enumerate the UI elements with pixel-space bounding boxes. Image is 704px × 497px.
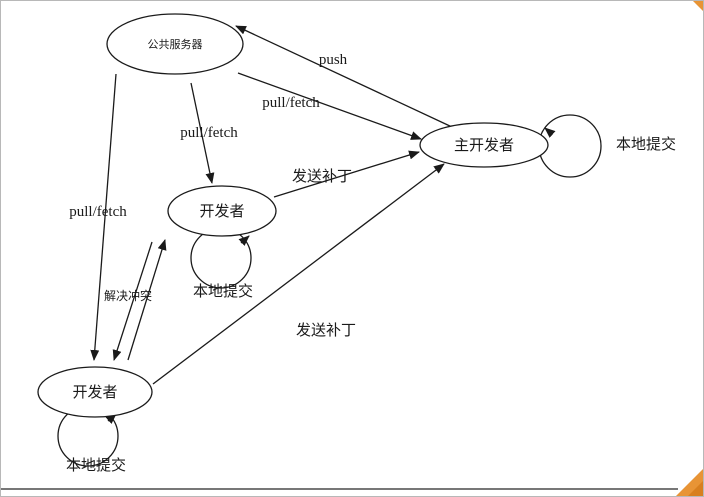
edge-push: [235, 25, 453, 128]
label-pull-fetch-bottom: pull/fetch: [69, 204, 127, 220]
self-loop-developer-mid: [190, 227, 252, 289]
node-main-developer-label: 主开发者: [454, 137, 514, 154]
self-loop-developer-mid-arrowhead: [238, 235, 250, 246]
corner-accent-bottom-right-inner: [688, 481, 703, 496]
edge-resolve-conflict-up: [127, 239, 167, 361]
corner-accent-top-right: [693, 1, 703, 11]
label-local-commit-bottom: 本地提交: [66, 456, 126, 474]
edge-resolve-conflict-down: [112, 241, 153, 361]
edge-send-patch-mid: [273, 150, 420, 198]
label-pull-fetch-mid: pull/fetch: [180, 125, 238, 141]
edge-pull-fetch-main: [237, 72, 422, 140]
label-send-patch-bottom: 发送补丁: [296, 322, 356, 339]
edge-pull-fetch-mid: [190, 82, 215, 184]
label-local-commit-main: 本地提交: [616, 135, 676, 153]
node-developer-mid: [167, 185, 277, 237]
node-developer-bottom: [37, 366, 153, 418]
edge-send-patch-bottom: [152, 163, 445, 385]
node-public-server: [106, 13, 244, 75]
label-resolve-conflict: 解决冲突: [104, 288, 152, 303]
self-loop-main-developer-arrowhead: [544, 127, 556, 138]
node-main-developer: [419, 122, 549, 168]
label-send-patch-mid: 发送补丁: [292, 168, 352, 185]
label-push: push: [319, 52, 348, 68]
node-developer-mid-label: 开发者: [199, 203, 244, 220]
node-public-server-label: 公共服务器: [148, 38, 203, 51]
label-pull-fetch-main: pull/fetch: [262, 95, 320, 111]
node-developer-bottom-label: 开发者: [72, 384, 117, 401]
edge-pull-fetch-bottom: [90, 73, 117, 361]
label-local-commit-mid: 本地提交: [193, 282, 253, 300]
